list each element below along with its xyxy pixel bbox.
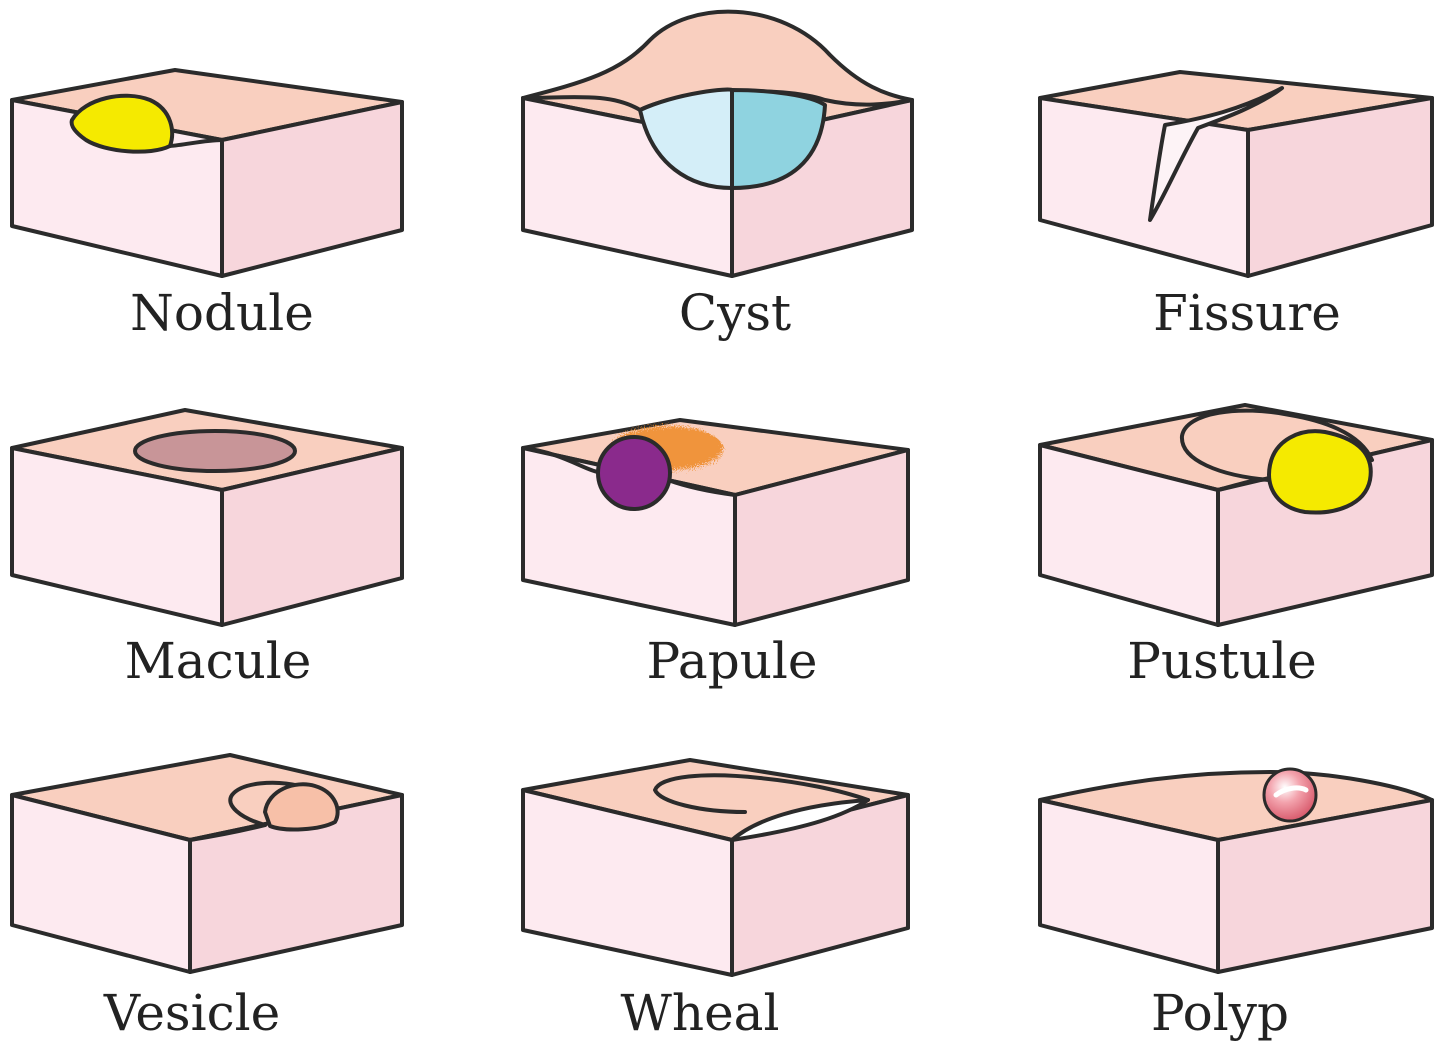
label-macule: Macule [125, 632, 312, 690]
label-papule: Papule [647, 632, 818, 690]
wheal-block [521, 758, 910, 977]
wheal-lesion [730, 798, 870, 842]
cyst-block [521, 9, 914, 278]
vesicle-lesion [263, 782, 340, 832]
polyp-block [1038, 767, 1434, 974]
label-pustule: Pustule [1127, 632, 1316, 690]
label-vesicle: Vesicle [103, 984, 280, 1042]
pustule-block [1038, 403, 1434, 627]
vesicle-block [10, 753, 404, 974]
fissure-lesion [1148, 86, 1284, 222]
label-nodule: Nodule [130, 284, 314, 342]
label-wheal: Wheal [621, 984, 780, 1042]
label-polyp: Polyp [1151, 984, 1289, 1042]
polyp-lesion [1262, 767, 1318, 823]
label-cyst: Cyst [679, 284, 791, 342]
macule-lesion [133, 429, 297, 473]
macule-block [10, 408, 404, 627]
label-fissure: Fissure [1153, 284, 1341, 342]
papule-lesion [596, 435, 672, 511]
papule-block [521, 418, 910, 627]
cyst-lesion-right [730, 88, 827, 190]
nodule-block [10, 68, 404, 278]
pustule-lesion [1267, 429, 1373, 515]
fissure-block [1038, 70, 1434, 278]
